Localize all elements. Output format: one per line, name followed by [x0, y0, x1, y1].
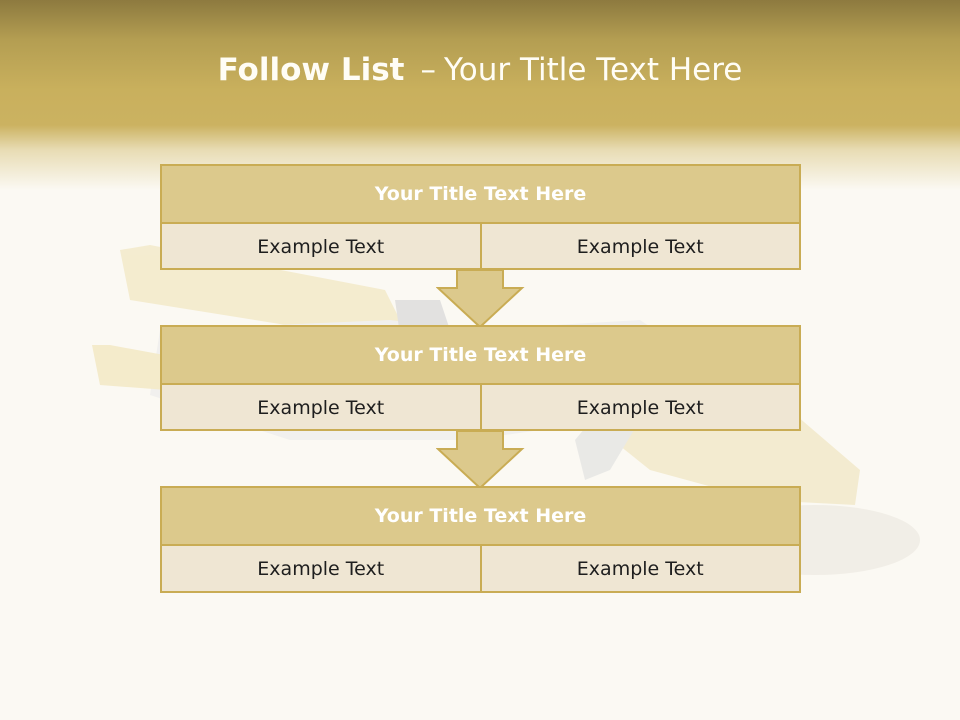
block-row: Example Text Example Text [162, 224, 799, 270]
block-title: Your Title Text Here [162, 488, 799, 546]
slide-title-rest: Your Title Text Here [443, 52, 743, 88]
block-row: Example Text Example Text [162, 385, 799, 431]
list-block-1: Your Title Text Here Example Text Exampl… [160, 164, 801, 270]
block-cell-left: Example Text [257, 397, 385, 419]
block-title: Your Title Text Here [162, 166, 799, 224]
block-cell-left: Example Text [257, 558, 385, 580]
list-block-3: Your Title Text Here Example Text Exampl… [160, 486, 801, 593]
slide-title-separator: – [420, 52, 436, 88]
block-cell-right: Example Text [479, 546, 800, 592]
block-title: Your Title Text Here [162, 327, 799, 385]
header-band [0, 0, 960, 190]
slide-title-bold: Follow List [217, 52, 405, 88]
list-block-2: Your Title Text Here Example Text Exampl… [160, 325, 801, 431]
down-arrow-icon [436, 430, 525, 490]
slide-title: Follow List–Your Title Text Here [0, 52, 960, 88]
block-cell-right: Example Text [479, 385, 800, 431]
down-arrow-icon [436, 269, 525, 329]
block-cell-right: Example Text [479, 224, 800, 270]
block-cell-left: Example Text [257, 236, 385, 258]
block-row: Example Text Example Text [162, 546, 799, 592]
